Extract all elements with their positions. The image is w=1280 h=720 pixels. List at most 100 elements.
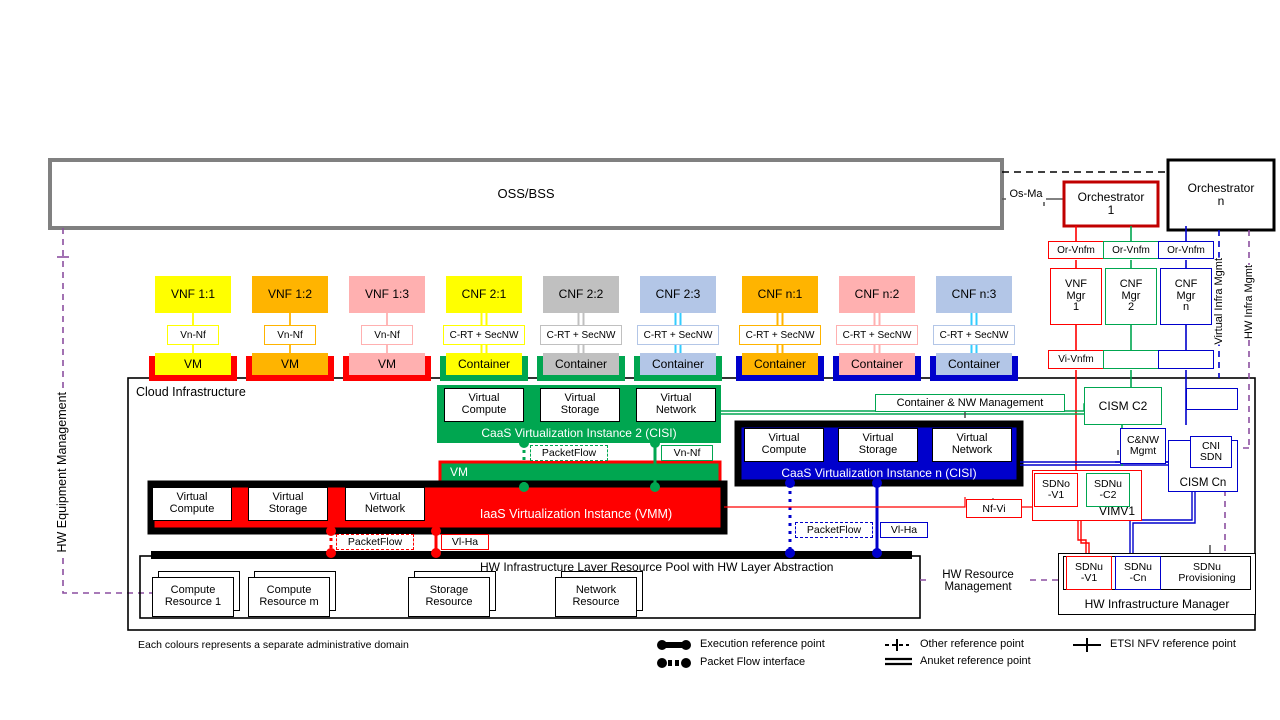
- sdnu-provisioning-box[interactable]: SDNu Provisioning: [1164, 556, 1250, 590]
- interface-label-c-rt-secnw-7[interactable]: C-RT + SecNW: [836, 325, 918, 345]
- iaas-virtual-storage[interactable]: Virtual Storage: [248, 487, 328, 521]
- sdno-v1-line1: SDNo: [1041, 477, 1070, 490]
- interface-label-c-rt-secnw-5[interactable]: C-RT + SecNW: [637, 325, 719, 345]
- iaas-instance-label: IaaS Virtualization Instance (VMM): [479, 507, 673, 522]
- hw-resource-line1: Storage: [429, 584, 469, 597]
- nf-vi-label[interactable]: Nf-Vi: [966, 499, 1022, 518]
- function-box-cnf-n-3[interactable]: CNF n:3: [936, 276, 1012, 313]
- function-box-cnf-n-2[interactable]: CNF n:2: [839, 276, 915, 313]
- os-ma-label: Os-Ma: [1006, 186, 1046, 202]
- function-box-vnf-1-1[interactable]: VNF 1:1: [155, 276, 231, 313]
- hw-resource-line1: Compute: [266, 584, 312, 597]
- caas2-virtual-network[interactable]: Virtual Network: [636, 388, 716, 422]
- unit-box-vm-1[interactable]: VM: [252, 353, 328, 375]
- interface-label-c-rt-secnw-4[interactable]: C-RT + SecNW: [540, 325, 622, 345]
- sdno-v1-box[interactable]: SDNo -V1: [1034, 473, 1078, 507]
- interface-label-vn-nf-1[interactable]: Vn-Nf: [264, 325, 316, 345]
- function-box-cnf-2-3[interactable]: CNF 2:3: [640, 276, 716, 313]
- interface-label-c-rt-secnw-3[interactable]: C-RT + SecNW: [443, 325, 525, 345]
- interface-label-vn-nf-0[interactable]: Vn-Nf: [167, 325, 219, 345]
- function-box-label: VNF 1:1: [170, 287, 215, 302]
- or-vnfm-1-label[interactable]: Or-Vnfm: [1048, 241, 1104, 259]
- cism-c2-box[interactable]: CISM C2: [1084, 387, 1162, 425]
- unit-box-vm-0[interactable]: VM: [155, 353, 231, 375]
- virtual-network-line2: Network: [655, 404, 697, 416]
- packetflow-green-label[interactable]: PacketFlow: [530, 445, 608, 461]
- hw-resource-line2: Resource: [572, 596, 620, 608]
- cni-sdn-line2: SDN: [1199, 451, 1223, 463]
- cnf-mgr-2-box[interactable]: CNF Mgr 2: [1105, 268, 1157, 325]
- packetflow-blue-label[interactable]: PacketFlow: [795, 522, 873, 538]
- vl-ha-blue-label[interactable]: Vl-Ha: [880, 522, 928, 538]
- or-vnfm-2-label[interactable]: Or-Vnfm: [1103, 241, 1159, 259]
- orchestrator-1-label-line2: 1: [1107, 203, 1115, 217]
- unit-box-vm-2[interactable]: VM: [349, 353, 425, 375]
- hw-resource-mgmt-line2: Management: [944, 581, 1012, 593]
- sdnu-v1-box[interactable]: SDNu -V1: [1066, 556, 1112, 590]
- iaas-virtual-compute[interactable]: Virtual Compute: [152, 487, 232, 521]
- caasn-virtual-network[interactable]: Virtual Network: [932, 428, 1012, 462]
- function-box-vnf-1-2[interactable]: VNF 1:2: [252, 276, 328, 313]
- unit-box-label: VM: [184, 356, 202, 371]
- sdnu-cn-box[interactable]: SDNu -Cn: [1115, 556, 1161, 590]
- cnf-mgr-n-box[interactable]: CNF Mgr n: [1160, 268, 1212, 325]
- unit-box-container-3[interactable]: Container: [446, 353, 522, 375]
- interface-label-c-rt-secnw-6[interactable]: C-RT + SecNW: [739, 325, 821, 345]
- sdnu-c2-box[interactable]: SDNu -C2: [1086, 473, 1130, 507]
- vnfm-blue-empty-lower[interactable]: [1186, 388, 1238, 410]
- function-box-label: VNF 1:3: [364, 287, 409, 302]
- sdnu-cn-line1: SDNu: [1123, 560, 1152, 573]
- or-vnfm-3-label[interactable]: Or-Vnfm: [1158, 241, 1214, 259]
- cni-sdn-box[interactable]: CNI SDN: [1190, 436, 1232, 468]
- function-box-vnf-1-3[interactable]: VNF 1:3: [349, 276, 425, 313]
- caas2-virtual-storage[interactable]: Virtual Storage: [540, 388, 620, 422]
- function-box-label: CNF 2:2: [558, 287, 604, 302]
- hw-equipment-management-label: HW Equipment Management: [55, 390, 69, 555]
- caasn-virtual-storage[interactable]: Virtual Storage: [838, 428, 918, 462]
- caasn-virtual-compute[interactable]: Virtual Compute: [744, 428, 824, 462]
- sdnu-c2-line1: SDNu: [1093, 477, 1122, 490]
- vn-nf-green-label[interactable]: Vn-Nf: [661, 445, 713, 461]
- container-nw-management-box[interactable]: Container & NW Management: [875, 394, 1065, 412]
- caas2-virtual-compute[interactable]: Virtual Compute: [444, 388, 524, 422]
- vnf-mgr-1-box[interactable]: VNF Mgr 1: [1050, 268, 1102, 325]
- function-box-cnf-2-1[interactable]: CNF 2:1: [446, 276, 522, 313]
- virtual-storage-line2: Storage: [858, 444, 898, 456]
- sdno-v1-line2: -V1: [1047, 489, 1065, 501]
- unit-box-container-7[interactable]: Container: [839, 353, 915, 375]
- cnw-mgmt-box[interactable]: C&NW Mgmt: [1120, 428, 1166, 464]
- virtual-compute-line1: Virtual: [176, 491, 208, 504]
- orchestrator-n-box[interactable]: Orchestrator n: [1168, 160, 1274, 230]
- virtual-network-line1: Virtual: [956, 432, 988, 445]
- unit-box-container-6[interactable]: Container: [742, 353, 818, 375]
- caas2-instance-label: CaaS Virtualization Instance 2 (CISI): [481, 425, 677, 440]
- vi-vnfm-blue-empty[interactable]: [1158, 350, 1214, 369]
- iaas-virtual-network[interactable]: Virtual Network: [345, 487, 425, 521]
- virtual-network-line2: Network: [951, 444, 993, 456]
- legend-anuket-label: Anuket reference point: [920, 655, 1031, 667]
- hw-resource-mgmt-line1: HW Resource: [942, 568, 1014, 581]
- hw-resource-line2: Resource m: [259, 596, 319, 608]
- unit-box-container-5[interactable]: Container: [640, 353, 716, 375]
- function-box-cnf-2-2[interactable]: CNF 2:2: [543, 276, 619, 313]
- interface-label-c-rt-secnw-8[interactable]: C-RT + SecNW: [933, 325, 1015, 345]
- function-box-cnf-n-1[interactable]: CNF n:1: [742, 276, 818, 313]
- function-box-label: VNF 1:2: [267, 287, 312, 302]
- oss-bss-box[interactable]: OSS/BSS: [50, 160, 1002, 228]
- unit-box-container-4[interactable]: Container: [543, 353, 619, 375]
- vi-vnfm-label[interactable]: Vi-Vnfm: [1048, 350, 1104, 369]
- packetflow-red-label[interactable]: PacketFlow: [336, 534, 414, 550]
- unit-box-container-8[interactable]: Container: [936, 353, 1012, 375]
- sdnu-provisioning-line2: Provisioning: [1178, 572, 1236, 584]
- caasn-instance-label: CaaS Virtualization Instance n (CISI): [781, 465, 977, 480]
- orchestrator-1-box[interactable]: Orchestrator 1: [1064, 182, 1158, 226]
- interface-label-vn-nf-2[interactable]: Vn-Nf: [361, 325, 413, 345]
- vl-ha-red-label[interactable]: Vl-Ha: [441, 534, 489, 550]
- legend-execution-label: Execution reference point: [700, 638, 825, 650]
- virtual-compute-line1: Virtual: [468, 392, 500, 405]
- vi-vnfm-green-empty[interactable]: [1103, 350, 1159, 369]
